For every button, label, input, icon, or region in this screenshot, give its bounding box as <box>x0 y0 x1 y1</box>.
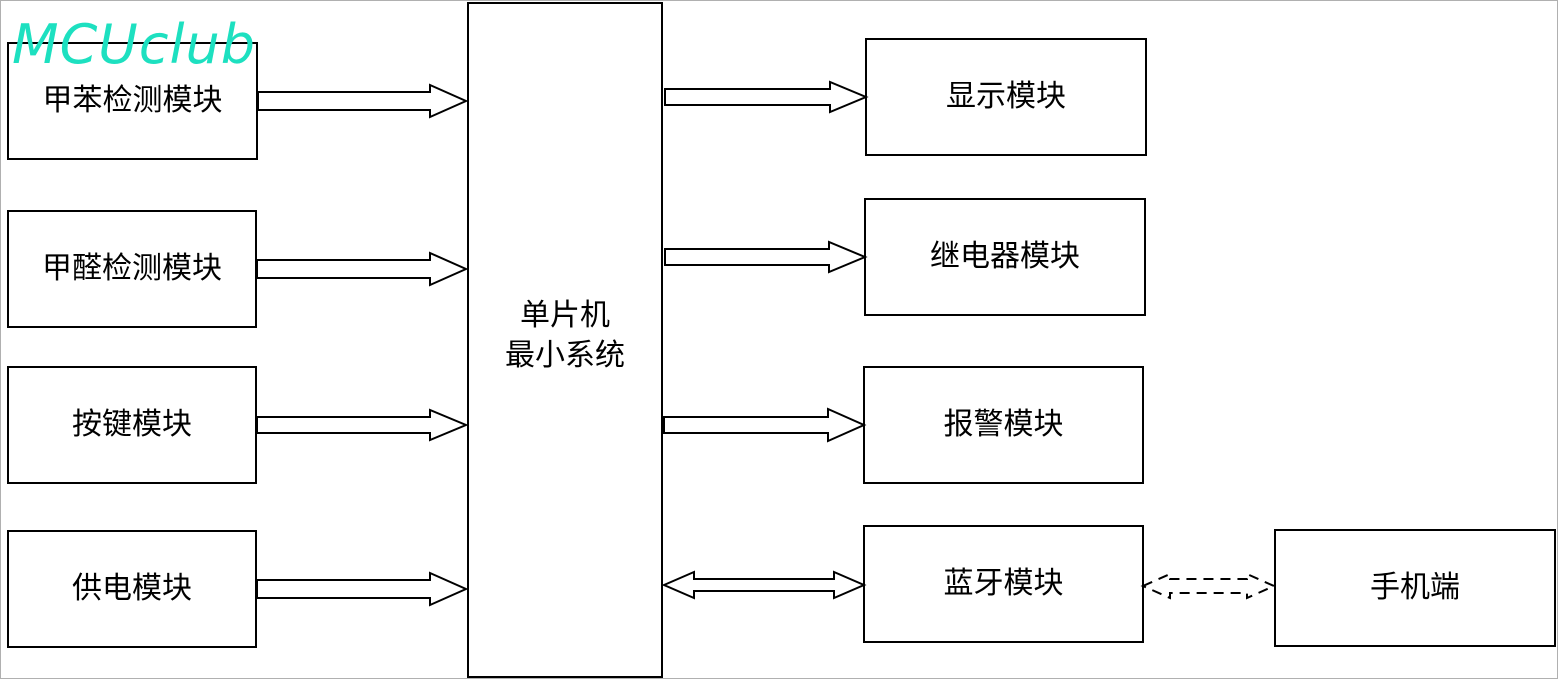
toluene-detection-label: 甲苯检测模块 <box>42 82 223 118</box>
arrow-power-to-mcu <box>256 571 469 607</box>
watermark-logo: MCUclub <box>12 13 257 76</box>
alarm-module: 报警模块 <box>863 366 1144 484</box>
arrow-mcu-to-relay <box>664 240 868 274</box>
phone-terminal: 手机端 <box>1274 529 1556 647</box>
arrow-mcu-to-display <box>664 80 869 114</box>
toluene-detection-module: 甲苯检测模块 <box>7 42 258 160</box>
phone-terminal-label: 手机端 <box>1370 569 1460 605</box>
arrow-bluetooth-phone-wireless <box>1140 572 1277 600</box>
key-module-label: 按键模块 <box>72 406 192 442</box>
arrow-toluene-to-mcu <box>257 83 469 119</box>
mcu-label-line2: 最小系统 <box>505 338 625 373</box>
arrow-mcu-bluetooth-bidirectional <box>661 570 867 600</box>
formaldehyde-detection-module: 甲醛检测模块 <box>7 210 257 328</box>
arrow-formaldehyde-to-mcu <box>256 251 469 287</box>
display-module: 显示模块 <box>865 38 1147 156</box>
power-module: 供电模块 <box>7 530 257 648</box>
mcu-minimum-system: 单片机 最小系统 <box>467 2 663 678</box>
arrow-mcu-to-alarm <box>663 407 867 443</box>
relay-module: 继电器模块 <box>864 198 1146 316</box>
bluetooth-module-label: 蓝牙模块 <box>943 565 1064 601</box>
bluetooth-module: 蓝牙模块 <box>863 525 1144 643</box>
arrow-key-to-mcu <box>256 408 469 442</box>
alarm-module-label: 报警模块 <box>943 406 1064 442</box>
display-module-label: 显示模块 <box>946 78 1066 114</box>
formaldehyde-detection-label: 甲醛检测模块 <box>42 250 222 286</box>
key-module: 按键模块 <box>7 366 257 484</box>
power-module-label: 供电模块 <box>72 570 192 606</box>
mcu-label-line1: 单片机 <box>520 297 610 333</box>
relay-module-label: 继电器模块 <box>930 238 1080 274</box>
